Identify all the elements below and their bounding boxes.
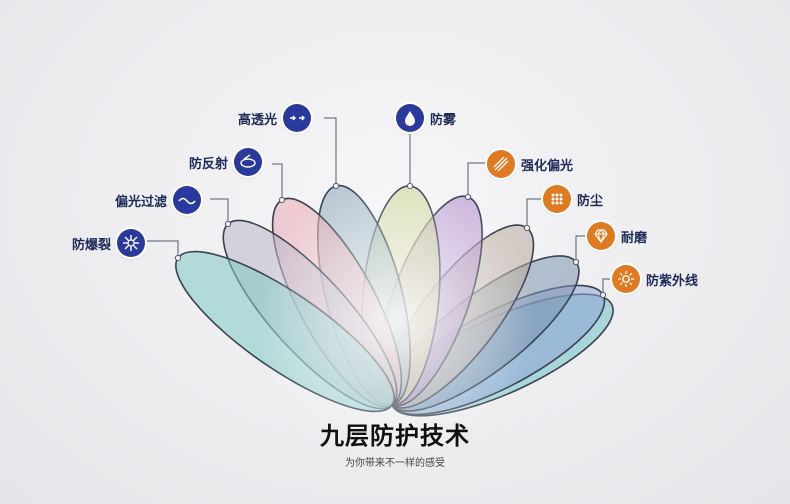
leader-dot-3 — [278, 196, 286, 204]
feature-label: 耐磨 — [621, 229, 648, 245]
stripes-icon — [487, 150, 515, 178]
feature-label: 高透光 — [238, 111, 278, 127]
feature-polarized-filter: 偏光过滤 — [115, 186, 202, 214]
feature-label: 防紫外线 — [646, 272, 699, 288]
title-block: 九层防护技术 为你带来不一样的感受 — [0, 416, 790, 469]
leader-line-8 — [575, 235, 585, 262]
feature-wear-resistant: 耐磨 — [587, 222, 647, 250]
leader-dot-4 — [332, 182, 340, 190]
leader-line-7 — [526, 198, 541, 228]
feature-dustproof: 防尘 — [543, 185, 603, 213]
drop-icon — [396, 104, 424, 132]
leader-dot-9 — [599, 291, 607, 299]
feature-label: 防爆裂 — [72, 236, 112, 252]
feature-label: 偏光过滤 — [115, 193, 168, 209]
feature-anti-reflection: 防反射 — [189, 148, 263, 176]
wave-icon — [173, 186, 202, 214]
feature-label: 防反射 — [189, 155, 229, 171]
leader-dot-8 — [572, 258, 580, 266]
light-pass-icon — [283, 104, 312, 132]
leader-dot-6 — [464, 193, 472, 201]
main-title: 九层防护技术 — [320, 422, 470, 450]
feature-anti-uv: 防紫外线 — [612, 265, 698, 293]
leader-line-3 — [272, 163, 283, 200]
feature-anti-burst: 防爆裂 — [72, 229, 146, 257]
feature-enhanced-polarization: 强化偏光 — [487, 150, 573, 178]
leader-line-6 — [467, 162, 485, 197]
leader-line-2 — [210, 198, 229, 224]
leader-dot-1 — [174, 254, 182, 262]
feature-label: 强化偏光 — [521, 157, 574, 173]
leader-line-9 — [602, 278, 612, 295]
dots-grid-icon — [543, 185, 571, 213]
feature-anti-fog: 防雾 — [396, 104, 456, 132]
diamond-icon — [587, 222, 615, 250]
leader-line-1 — [140, 240, 179, 258]
burst-icon — [117, 229, 146, 257]
feature-label: 防雾 — [430, 111, 457, 127]
subtitle: 为你带来不一样的感受 — [345, 458, 445, 469]
leader-line-4 — [324, 117, 337, 186]
reflection-icon — [234, 148, 263, 176]
feature-label: 防尘 — [577, 192, 604, 208]
sun-icon — [612, 265, 640, 293]
leader-dot-7 — [523, 224, 531, 232]
feature-high-transmittance: 高透光 — [238, 104, 312, 132]
leader-dot-2 — [224, 220, 232, 228]
